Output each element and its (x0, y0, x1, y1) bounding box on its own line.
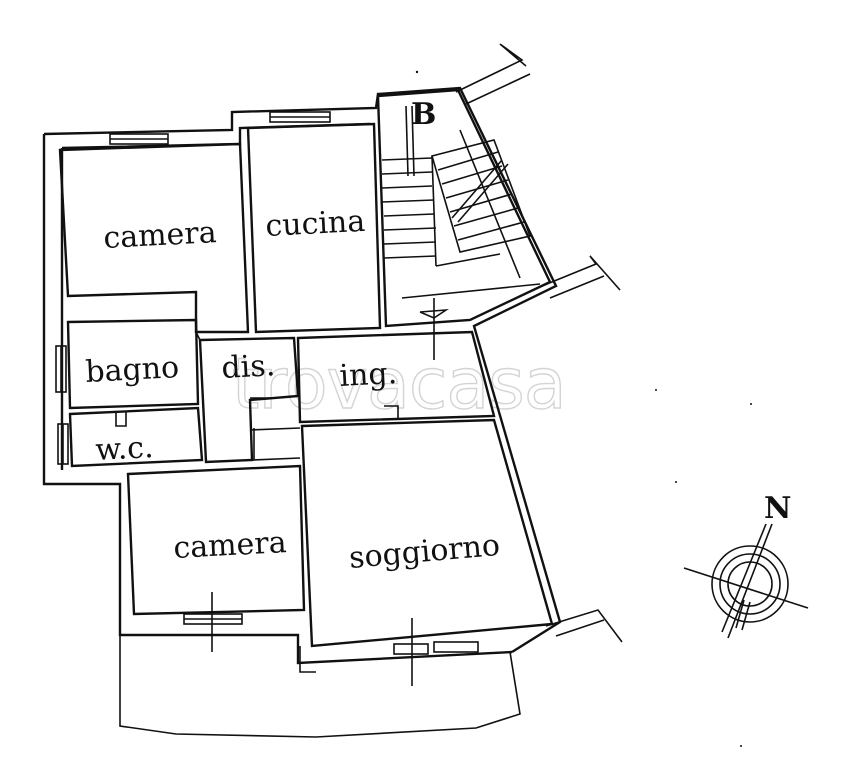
room-camera-bottom (126, 464, 306, 616)
compass: N (683, 491, 809, 639)
room-ing (296, 330, 496, 424)
room-wc (68, 406, 204, 468)
label-ing: ing. (339, 356, 398, 394)
label-bagno: bagno (85, 350, 180, 390)
room-soggiorno (300, 418, 554, 648)
north-label: N (764, 491, 791, 526)
label-camera-top: camera (103, 215, 218, 256)
label-soggiorno: soggiorno (348, 528, 502, 576)
label-wc: w.c. (95, 430, 155, 468)
stairwell: B (376, 88, 552, 360)
label-camera-bottom: camera (173, 525, 288, 566)
label-cucina: cucina (265, 204, 367, 244)
section-lines (455, 43, 623, 643)
watermark-text: trovacasa (232, 343, 566, 425)
room-cucina (246, 122, 382, 334)
windows (55, 111, 479, 686)
scan-specks (415, 70, 752, 747)
partitions (195, 331, 301, 463)
room-bagno (66, 318, 200, 410)
stair-label: B (411, 97, 436, 132)
label-dis: dis. (221, 348, 276, 386)
terrace-outline (119, 634, 521, 738)
room-labels: camera cucina bagno dis. ing. w.c. camer… (85, 204, 502, 576)
